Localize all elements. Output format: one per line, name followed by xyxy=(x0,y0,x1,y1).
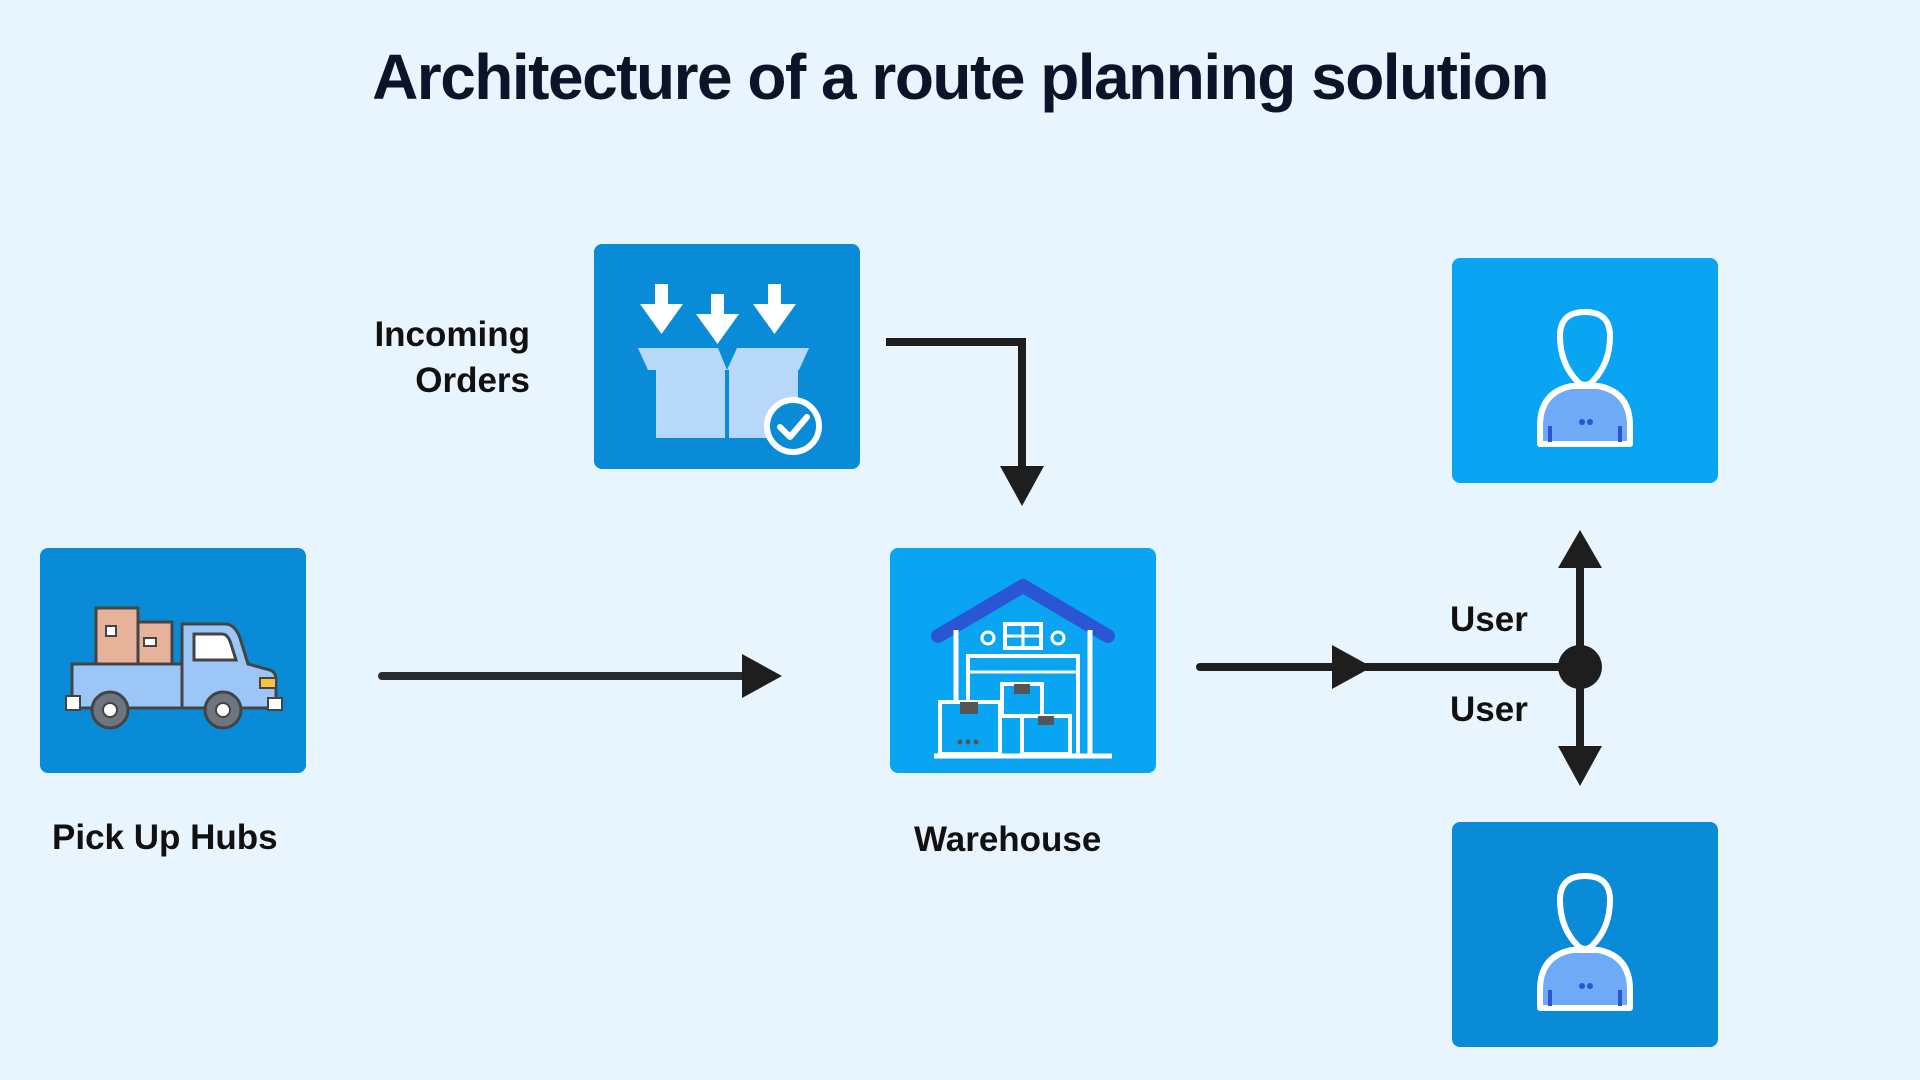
warehouse-card xyxy=(890,548,1156,773)
arrow-hubs-to-warehouse xyxy=(378,654,782,698)
junction-dot xyxy=(1558,645,1602,689)
edge-label-user-bottom: User xyxy=(1450,690,1528,729)
diagram-title: Architecture of a route planning solutio… xyxy=(372,41,1549,113)
user-top-card xyxy=(1452,258,1718,483)
pick-up-hubs-card xyxy=(40,548,306,773)
incoming-orders-card xyxy=(594,244,860,469)
incoming-orders-label-line2: Orders xyxy=(415,361,530,400)
edge-label-user-top: User xyxy=(1450,600,1528,639)
arrow-junction-to-users xyxy=(1558,530,1602,786)
warehouse-label: Warehouse xyxy=(914,820,1102,859)
pick-up-hubs-label: Pick Up Hubs xyxy=(52,818,278,857)
incoming-orders-label-line1: Incoming xyxy=(374,315,530,354)
user-icon xyxy=(1537,872,1633,1011)
box-download-check-icon xyxy=(638,284,822,455)
arrow-warehouse-to-junction xyxy=(1196,645,1584,689)
user-bottom-card xyxy=(1452,822,1718,1047)
user-icon xyxy=(1537,308,1633,447)
pickup-truck-icon xyxy=(65,606,283,730)
arrow-orders-to-warehouse xyxy=(886,338,1044,506)
warehouse-icon xyxy=(931,579,1115,759)
incoming-orders-label: Incoming Orders xyxy=(340,312,530,404)
